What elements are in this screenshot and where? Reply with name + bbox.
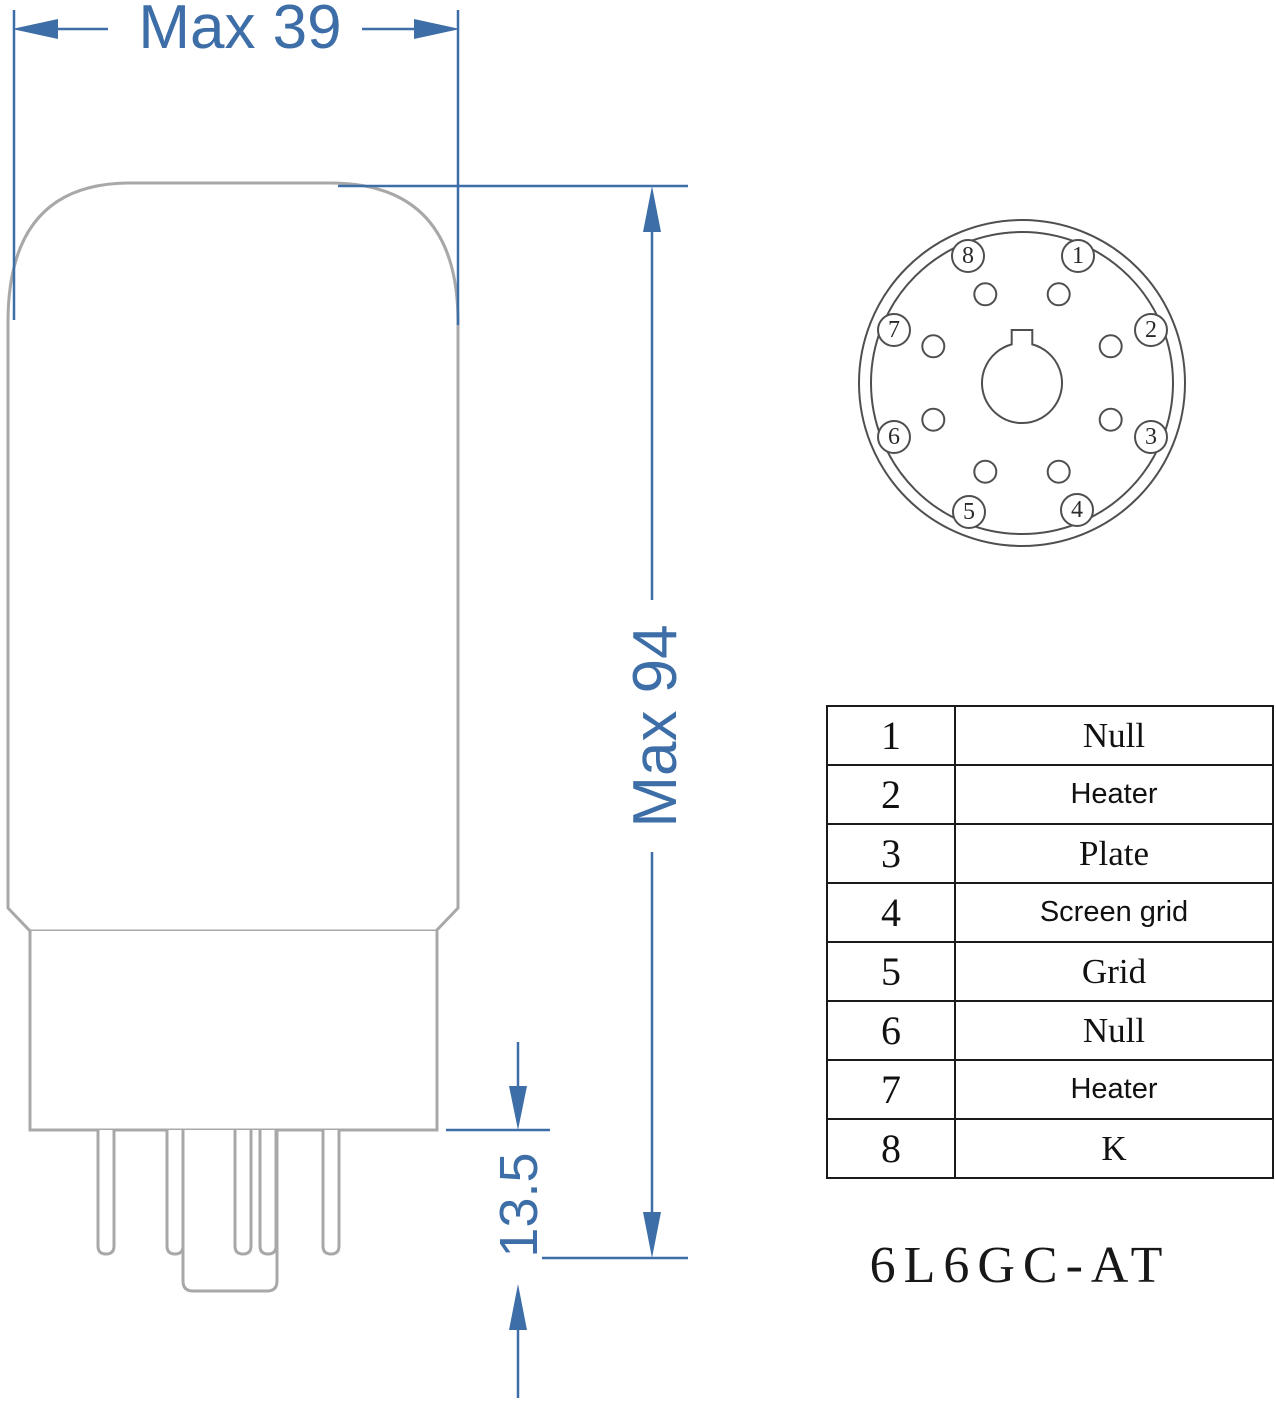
socket-pin-label-4: 4	[1060, 493, 1094, 527]
pin-function-cell: Null	[954, 1000, 1274, 1061]
pin-function-cell: Plate	[954, 823, 1274, 884]
pin-function-table: 1 Null 2 Heater 3 Plate 4 Screen grid 5 …	[826, 705, 1274, 1179]
socket-pin-label-7: 7	[877, 313, 911, 347]
socket-hole-1	[1046, 282, 1071, 307]
arrow-right-icon	[414, 19, 460, 39]
socket-hole-4	[1046, 459, 1071, 484]
socket-hole-2	[1098, 334, 1123, 359]
tube-pin	[96, 1130, 116, 1256]
socket-pin-label-5: 5	[952, 495, 986, 529]
tube-spigot	[181, 1130, 279, 1293]
socket-outer-ring	[858, 219, 1186, 547]
tube-pin	[165, 1130, 185, 1256]
table-row: 7 Heater	[826, 1059, 1274, 1120]
pin-function-cell: Heater	[954, 764, 1274, 825]
socket-hole-3	[1098, 407, 1123, 432]
table-row: 4 Screen grid	[826, 882, 1274, 943]
socket-inner-ring	[870, 231, 1174, 535]
pin-length-dimension-label: 13.5	[489, 1152, 549, 1258]
tube-pin	[233, 1130, 253, 1256]
tube-outline-group	[6, 181, 460, 1293]
socket-pin-label-6: 6	[877, 420, 911, 454]
socket-pin-label-1: 1	[1061, 239, 1095, 273]
socket-hole-5	[973, 459, 998, 484]
pin-number-cell: 2	[826, 764, 956, 825]
dimension-lines-group	[12, 10, 688, 1398]
pin-function-cell: Heater	[954, 1059, 1274, 1120]
tube-base	[28, 931, 439, 1132]
tube-glass-envelope	[6, 181, 460, 933]
pin-function-cell: K	[954, 1118, 1274, 1179]
width-dimension-label: Max 39	[138, 0, 342, 62]
pin-number-cell: 5	[826, 941, 956, 1002]
pin-number-cell: 4	[826, 882, 956, 943]
tube-pin	[321, 1130, 341, 1256]
socket-pinout-diagram	[858, 219, 1186, 547]
arrow-left-icon	[12, 19, 58, 39]
table-row: 5 Grid	[826, 941, 1274, 1002]
arrow-down-small-icon	[509, 1086, 527, 1130]
pin-number-cell: 1	[826, 705, 956, 766]
pin-function-cell: Null	[954, 705, 1274, 766]
pin-number-cell: 6	[826, 1000, 956, 1061]
tube-pin	[258, 1130, 278, 1256]
socket-hole-7	[921, 334, 946, 359]
pin-number-cell: 8	[826, 1118, 956, 1179]
arrow-down-icon	[643, 1212, 661, 1258]
table-row: 1 Null	[826, 705, 1274, 766]
socket-keyway	[981, 329, 1063, 425]
pin-number-cell: 3	[826, 823, 956, 884]
dimension-arrows-group	[12, 19, 661, 1330]
arrow-up-small-icon	[509, 1284, 527, 1330]
socket-hole-8	[973, 282, 998, 307]
table-row: 3 Plate	[826, 823, 1274, 884]
tube-model-title: 6L6GC-AT	[869, 1237, 1171, 1294]
table-row: 6 Null	[826, 1000, 1274, 1061]
socket-pin-label-8: 8	[951, 239, 985, 273]
socket-pin-label-3: 3	[1134, 420, 1168, 454]
pin-function-cell: Grid	[954, 941, 1274, 1002]
table-row: 2 Heater	[826, 764, 1274, 825]
pin-function-cell: Screen grid	[954, 882, 1274, 943]
socket-pin-label-2: 2	[1134, 313, 1168, 347]
arrow-up-icon	[643, 186, 661, 232]
pin-number-cell: 7	[826, 1059, 956, 1120]
height-dimension-label: Max 94	[621, 624, 690, 828]
table-row: 8 K	[826, 1118, 1274, 1179]
socket-hole-6	[921, 407, 946, 432]
